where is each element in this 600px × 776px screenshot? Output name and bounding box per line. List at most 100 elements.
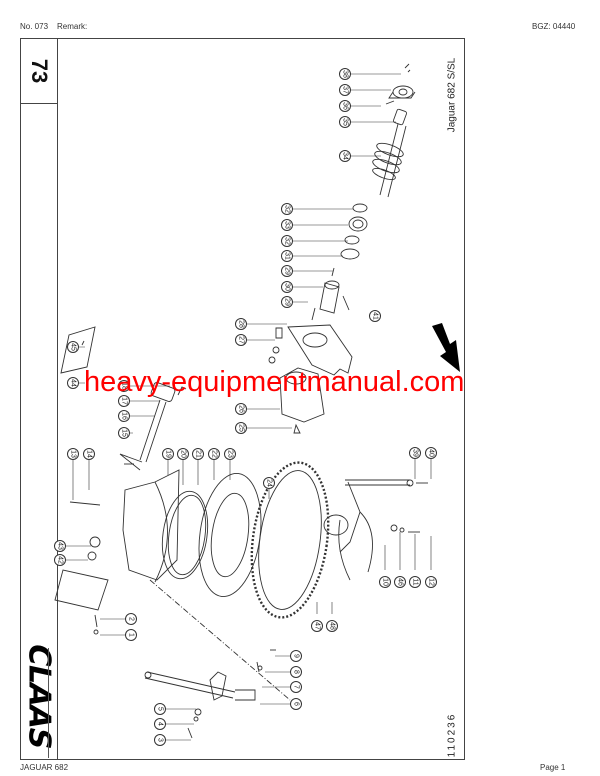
part-callout: 22 [208,448,220,460]
part-callout: 35 [339,116,351,128]
callout-number: 35 [341,118,349,126]
ring-gear [250,461,330,619]
part-callout: 10 [379,576,391,588]
part-callout: 5 [154,703,166,715]
part-callout: 6 [290,698,302,710]
callout-number: 47 [313,622,321,630]
sheet-number-box: 73 [20,38,58,104]
part-callout: 17 [118,395,130,407]
part-callout: 23 [224,448,236,460]
lower-shaft [144,649,276,739]
callout-number: 29 [283,298,291,306]
callout-number: 1 [127,633,135,637]
callout-number: 11 [411,578,419,586]
callout-number: 23 [226,450,234,458]
part-callout: 8 [290,666,302,678]
callout-number: 14 [85,450,93,458]
cover-plate [60,326,96,374]
callout-number: 26 [237,405,245,413]
part-callout: 32 [281,235,293,247]
bgz-code: BGZ: 04440 [532,22,576,31]
part-callout: 12 [425,576,437,588]
callout-number: 24 [265,479,273,487]
part-callout: 2 [125,613,137,625]
callout-number: 46 [396,578,404,586]
upper-shaft-assembly [311,63,416,321]
callout-number: 2 [127,617,135,621]
callout-number: 44 [69,379,77,387]
callout-number: 42 [56,556,64,564]
part-callout: 3 [154,734,166,746]
callout-number: 30 [283,283,291,291]
part-callout: 9 [290,650,302,662]
callout-number: 3 [156,738,164,742]
part-callout: 15 [118,427,130,439]
footer-model: JAGUAR 682 [20,763,69,772]
callout-number: 45 [69,343,77,351]
watermark: heavy-equipmentmanual.com [84,366,465,398]
frame-right-edge [464,38,465,760]
part-callout: 38 [339,68,351,80]
part-callout: 36 [339,100,351,112]
side-panel [54,569,109,635]
part-callout: 26 [235,403,247,415]
part-callout: 48 [326,620,338,632]
part-callout: 29 [281,265,293,277]
remark-label: Remark: [57,22,88,31]
seal-rings [161,473,262,597]
callout-number: 41 [371,312,379,320]
part-callout: 14 [83,448,95,460]
callout-number: 16 [120,412,128,420]
part-callout: 31 [281,250,293,262]
callout-number: 43 [56,542,64,550]
part-callout: 39 [409,447,421,459]
shift-fork [323,479,428,581]
part-callout: 27 [235,334,247,346]
part-callout: 40 [425,447,437,459]
housing [69,453,291,701]
part-callout: 21 [192,448,204,460]
direction-arrow-icon [432,323,460,372]
callout-number: 39 [411,449,419,457]
callout-number: 9 [292,654,300,658]
callout-number: 8 [292,670,300,674]
part-callout: 24 [263,477,275,489]
part-callout: 20 [177,448,189,460]
part-callout: 29 [281,296,293,308]
part-callout: 37 [339,84,351,96]
callout-number: 38 [341,70,349,78]
callout-number: 6 [292,702,300,706]
callout-number: 37 [341,86,349,94]
callout-number: 22 [210,450,218,458]
part-callout: 1 [125,629,137,641]
callout-number: 12 [427,578,435,586]
part-callout: 43 [54,540,66,552]
part-callout: 46 [394,576,406,588]
callout-number: 15 [120,429,128,437]
part-callout: 19 [162,448,174,460]
callout-number: 20 [179,450,187,458]
callout-number: 48 [328,622,336,630]
part-callout: 34 [339,150,351,162]
page-number: Page 1 [540,763,566,772]
callout-number: 19 [164,450,172,458]
callout-number: 21 [194,450,202,458]
part-callout: 44 [67,377,79,389]
part-callout: 28 [235,318,247,330]
part-callout: 18 [118,380,130,392]
part-callout: 32 [281,203,293,215]
callout-number: 25 [237,424,245,432]
part-callout: 45 [67,341,79,353]
leader-lines [66,73,432,741]
part-callout: 13 [67,448,79,460]
part-callout: 42 [54,554,66,566]
title-strip [20,38,58,760]
callout-number: 36 [341,102,349,110]
part-callout: 41 [369,310,381,322]
callout-number: 4 [156,722,164,726]
callout-number: 33 [283,221,291,229]
part-callout: 25 [235,422,247,434]
part-callout: 33 [281,219,293,231]
callout-number: 31 [283,252,291,260]
